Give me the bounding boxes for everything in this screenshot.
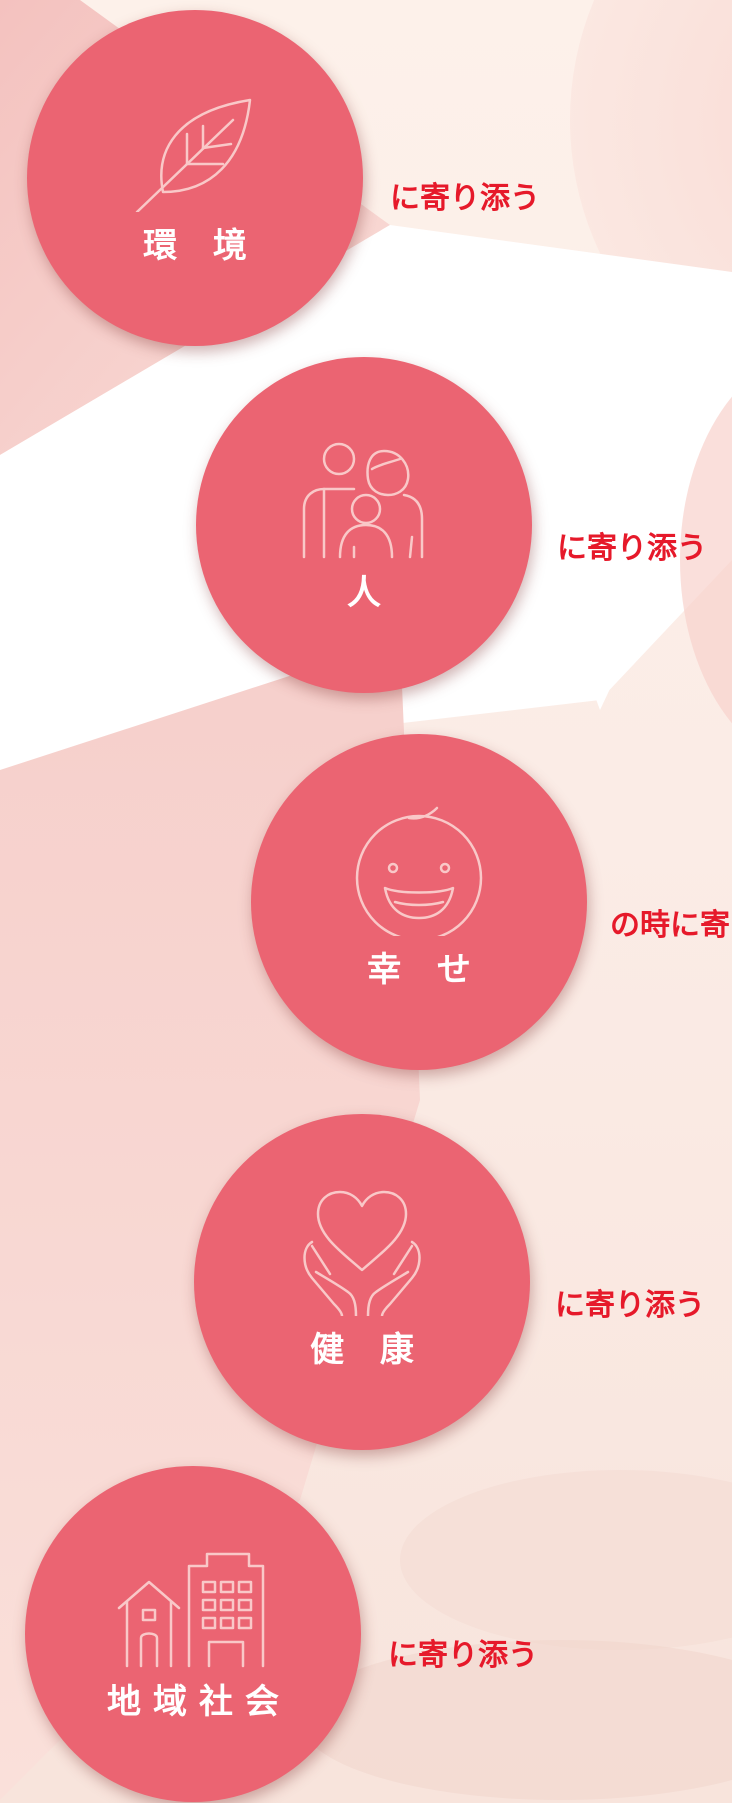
people-caption: に寄り添う — [557, 531, 707, 566]
happiness-caption: の時に寄 — [610, 908, 730, 943]
happiness-circle[interactable]: 幸 せ — [251, 734, 587, 1070]
happiness-label: 幸 せ — [367, 950, 483, 990]
smile-face-icon — [339, 806, 499, 936]
environment-caption: に寄り添う — [390, 181, 540, 216]
people-circle[interactable]: 人 — [196, 357, 532, 693]
health-circle[interactable]: 健 康 — [194, 1114, 530, 1450]
heart-hands-icon — [282, 1186, 442, 1316]
health-label: 健 康 — [310, 1330, 426, 1370]
leaf-icon — [115, 82, 275, 212]
community-label: 地域社会 — [107, 1682, 291, 1722]
environment-circle[interactable]: 環 境 — [27, 10, 363, 346]
people-label: 人 — [347, 573, 393, 613]
community-caption: に寄り添う — [388, 1638, 538, 1673]
family-icon — [284, 429, 444, 559]
environment-label: 環 境 — [143, 226, 259, 266]
community-buildings-icon — [113, 1538, 273, 1668]
community-circle[interactable]: 地域社会 — [25, 1466, 361, 1802]
health-caption: に寄り添う — [555, 1288, 705, 1323]
